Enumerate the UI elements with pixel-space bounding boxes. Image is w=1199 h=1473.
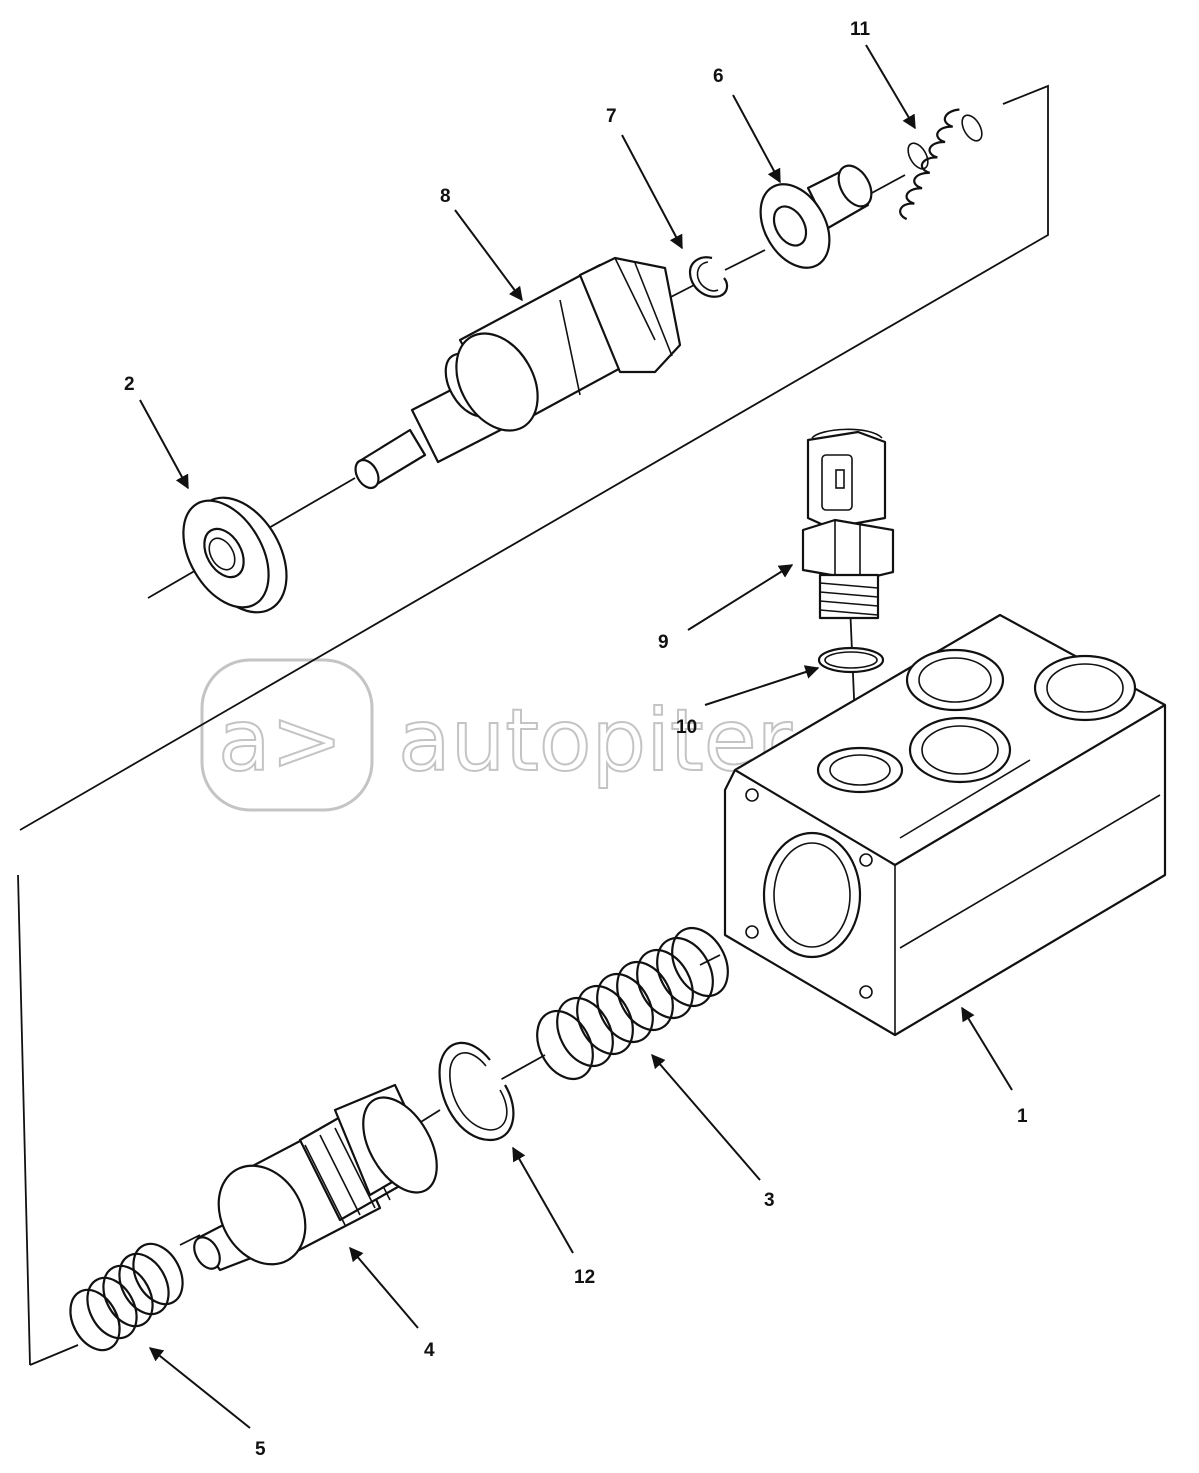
part-9-pressure-switch [801,428,895,620]
callout-11: 11 [850,19,871,40]
callout-8: 8 [440,186,451,207]
part-11-small-spring [899,108,983,221]
callout-10: 10 [676,717,697,738]
part-5-small-spring [69,1242,184,1352]
watermark-logo-mark: a> [218,691,343,791]
callout-3: 3 [764,1190,775,1211]
leader-arrows [139,44,1013,1429]
callout-4: 4 [424,1340,435,1361]
part-6-bushing [759,164,873,269]
frame-lines [17,84,1049,1366]
part-3-large-spring [536,927,729,1080]
callout-9: 9 [658,632,669,653]
callout-7: 7 [606,106,617,127]
part-10-o-ring [817,646,885,674]
part-12-retaining-ring [438,1041,515,1142]
callout-1: 1 [1017,1106,1028,1127]
callout-2: 2 [124,374,135,395]
part-1-valve-housing [723,613,1167,1037]
part-7-snap-ring [688,256,729,298]
part-4-piston [193,1083,438,1272]
callout-labels: 1 2 3 4 5 6 7 8 9 10 11 12 [124,19,1028,1460]
part-8-valve-spool [354,256,682,490]
callout-6: 6 [713,66,724,87]
watermark-logo-box [200,658,374,812]
part-2-seal-washer [182,496,288,614]
callout-5: 5 [255,1439,266,1460]
callout-12: 12 [574,1267,595,1288]
